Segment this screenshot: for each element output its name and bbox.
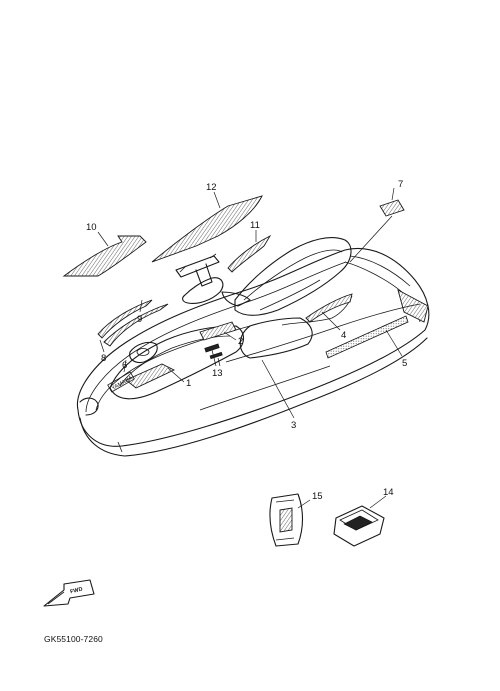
callout-13-label: 13 — [212, 368, 223, 379]
fwd-arrow-text: FWD — [70, 586, 84, 595]
callout-5-label: 5 — [402, 358, 407, 369]
callout-12-label: 12 — [206, 182, 217, 193]
decal-10-loose — [62, 235, 147, 277]
callout-4: 4 — [321, 311, 346, 341]
decal-11-loose — [227, 234, 272, 273]
callout-7-label: 7 — [398, 179, 403, 190]
decal-12-loose — [151, 195, 263, 263]
part-code-label: GK55100-7260 — [44, 634, 103, 644]
callout-2: 2 — [223, 331, 243, 347]
callout-10: 10 — [86, 222, 109, 247]
decal-1-front-deck — [125, 363, 176, 389]
callout-4-label: 4 — [341, 330, 346, 341]
callout-8: 8 — [99, 339, 106, 364]
fwd-arrow-icon: FWD — [43, 579, 95, 607]
decal-5-hull-side-lettering — [325, 315, 409, 359]
decal-6-front-emblem: YAMAHA — [107, 371, 135, 393]
callout-2-label: 2 — [238, 336, 243, 347]
decal-4-seat-side — [305, 293, 353, 323]
watercraft-hull — [76, 237, 430, 457]
callout-6: 6 — [122, 359, 127, 373]
callout-6-label: 6 — [122, 360, 127, 371]
callout-9: 9 — [137, 299, 143, 325]
callout-10-label: 10 — [86, 222, 97, 233]
callout-14-label: 14 — [383, 487, 394, 498]
callout-3-label: 3 — [291, 420, 296, 431]
decal-8-9-side-stripes — [97, 299, 169, 347]
callout-15: 15 — [297, 491, 323, 509]
callout-8-label: 8 — [101, 353, 106, 364]
callout-11-label: 11 — [250, 220, 260, 231]
decal-14-loose — [333, 505, 385, 547]
callout-13: 13 — [211, 349, 223, 379]
callout-9-label: 9 — [137, 314, 142, 325]
callout-1: 1 — [167, 367, 191, 389]
callout-15-label: 15 — [312, 491, 323, 502]
decal-15-loose — [269, 493, 304, 547]
decal-2-side-deck — [199, 321, 237, 341]
callout-1-label: 1 — [186, 378, 191, 389]
decal-7-loose — [379, 199, 405, 217]
callout-11: 11 — [250, 220, 260, 242]
callout-3: 3 — [261, 359, 296, 431]
callout-5: 5 — [385, 329, 407, 369]
decal-13-panels — [204, 343, 223, 360]
callout-7: 7 — [349, 179, 403, 263]
callout-12: 12 — [206, 182, 221, 209]
callout-14: 14 — [369, 487, 394, 509]
